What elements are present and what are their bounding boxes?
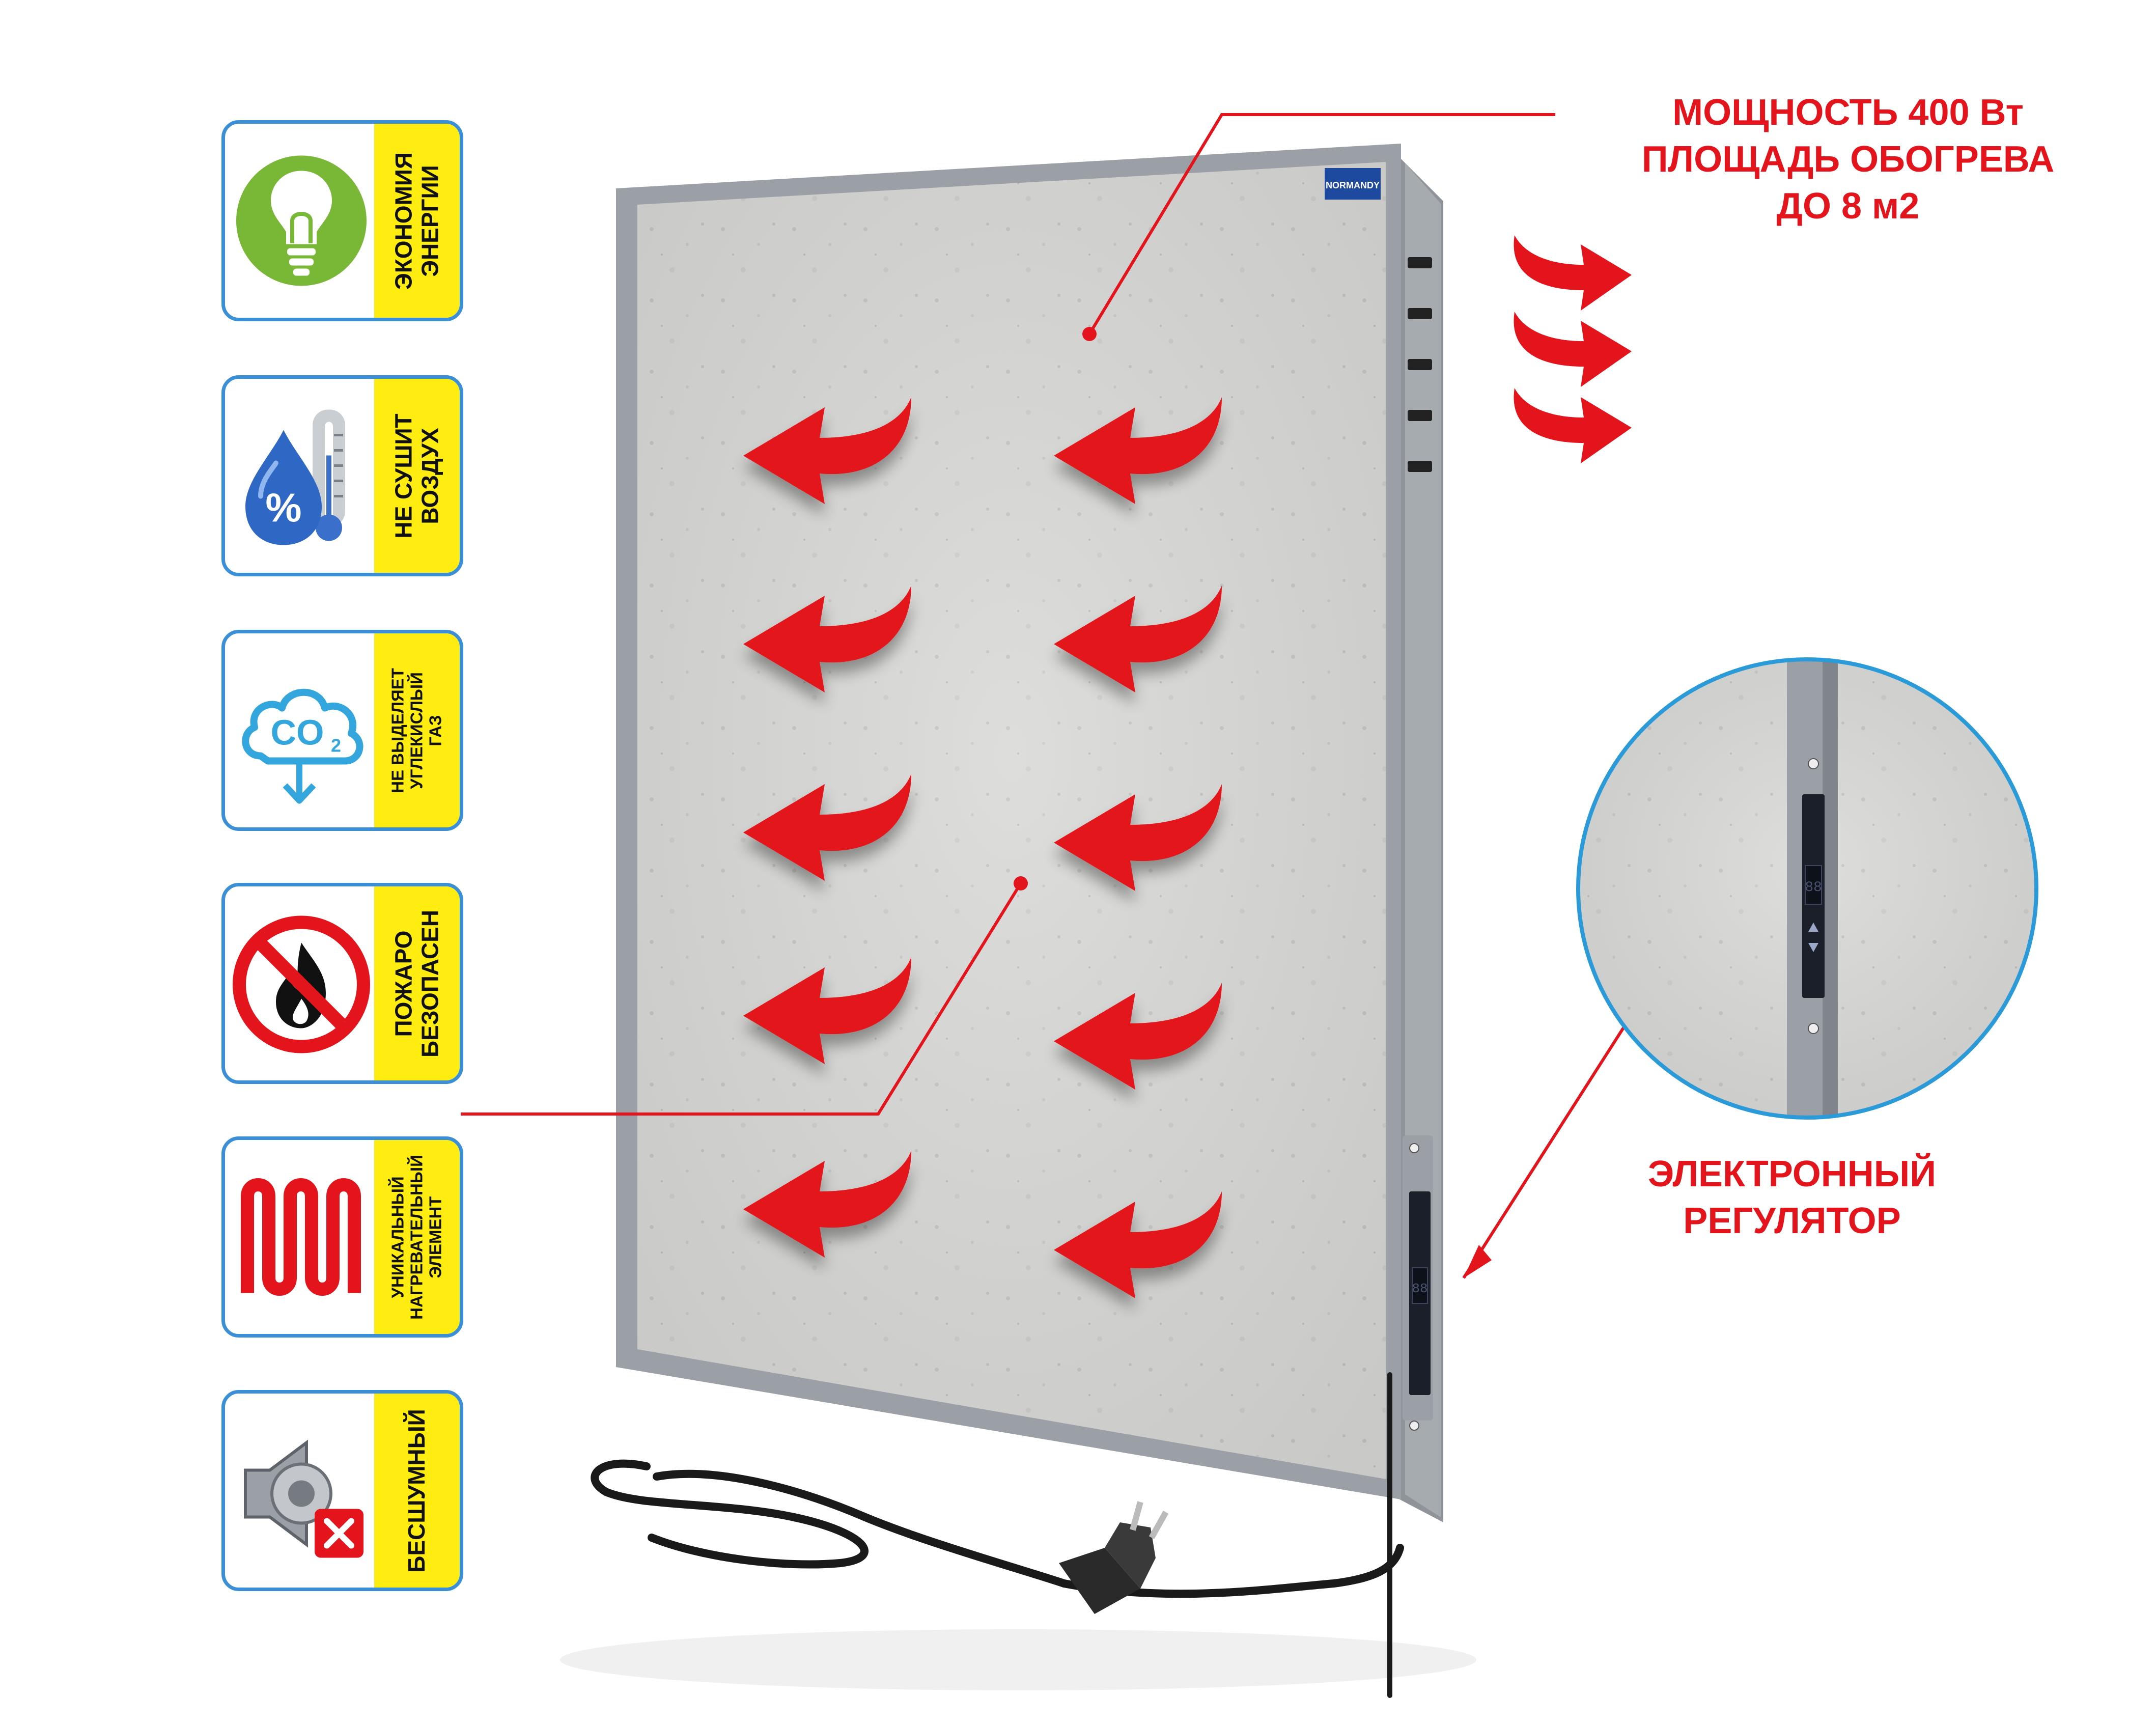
- brand-badge-text: NORMANDY: [1326, 180, 1380, 190]
- power-spec: МОЩНОСТЬ 400 Вт ПЛОЩАДЬ ОБОГРЕВА ДО 8 м2: [1568, 89, 2128, 230]
- feature-card-silent: БЕСШУМНЫЙ: [221, 1390, 463, 1591]
- feature-label-strip: НЕ СУШИТ ВОЗДУХ: [374, 379, 460, 573]
- plug-icon: [1059, 1501, 1169, 1614]
- callout-dot: [1014, 876, 1028, 891]
- feature-label-strip: НЕ ВЫДЕЛЯЕТ УГЛЕКИСЛЫЙ ГАЗ: [374, 633, 460, 827]
- svg-text:%: %: [265, 485, 301, 531]
- co2-subscript: 2: [331, 735, 341, 756]
- vent-slots: [1408, 257, 1432, 472]
- callout-dot: [1082, 327, 1097, 341]
- feature-card-heating-element: УНИКАЛЬНЫЙ НАГРЕВАТЕЛЬНЫЙ ЭЛЕМЕНТ: [221, 1136, 463, 1338]
- co2-cloud-icon: CO 2: [225, 633, 378, 827]
- feature-card-co2: CO 2 НЕ ВЫДЕЛЯЕТ УГЛЕКИСЛЫЙ ГАЗ: [221, 630, 463, 831]
- regulator-label-line: РЕГУЛЯТОР: [1683, 1201, 1901, 1242]
- heat-arrow-icon: [1514, 235, 1632, 311]
- heating-element-icon: [225, 1140, 378, 1334]
- power-spec-line: МОЩНОСТЬ 400 Вт: [1672, 92, 2024, 133]
- no-fire-icon: [225, 886, 378, 1080]
- feature-label-strip: БЕСШУМНЫЙ: [374, 1394, 460, 1588]
- regulator-label: ЭЛЕКТРОННЫЙ РЕГУЛЯТОР: [1568, 1151, 2016, 1244]
- feature-card-energy: ЭКОНОМИЯ ЭНЕРГИИ: [221, 120, 463, 321]
- energy-bulb-icon: [225, 124, 378, 318]
- side-controller-display: 88: [1412, 1281, 1427, 1296]
- humidity-drop-icon: %: [225, 379, 378, 573]
- zoom-controller-display: 88: [1805, 880, 1822, 896]
- area-spec-line: ПЛОЩАДЬ ОБОГРЕВА: [1641, 139, 2055, 180]
- regulator-label-line: ЭЛЕКТРОННЫЙ: [1647, 1154, 1937, 1194]
- power-cord: [591, 1372, 1404, 1698]
- feature-card-humidity: % НЕ СУШИТ ВОЗДУХ: [221, 375, 463, 576]
- feature-card-fire-safe: ПОЖАРО БЕЗОПАСЕН: [221, 883, 463, 1084]
- heat-arrows-side: [1514, 235, 1632, 463]
- heat-arrow-icon: [1514, 312, 1632, 387]
- feature-label-strip: УНИКАЛЬНЫЙ НАГРЕВАТЕЛЬНЫЙ ЭЛЕМЕНТ: [374, 1140, 460, 1334]
- brand-badge: [1325, 168, 1381, 200]
- feature-label-strip: ЭКОНОМИЯ ЭНЕРГИИ: [374, 124, 460, 318]
- area-spec-line: ДО 8 м2: [1776, 186, 1920, 227]
- heat-arrow-icon: [1514, 388, 1632, 463]
- silent-speaker-icon: [225, 1394, 378, 1588]
- callout-lines: [461, 113, 1641, 1279]
- feature-label-strip: ПОЖАРО БЕЗОПАСЕН: [374, 886, 460, 1080]
- regulator-zoom: 88: [1576, 657, 2038, 1120]
- co2-text: CO: [271, 713, 324, 753]
